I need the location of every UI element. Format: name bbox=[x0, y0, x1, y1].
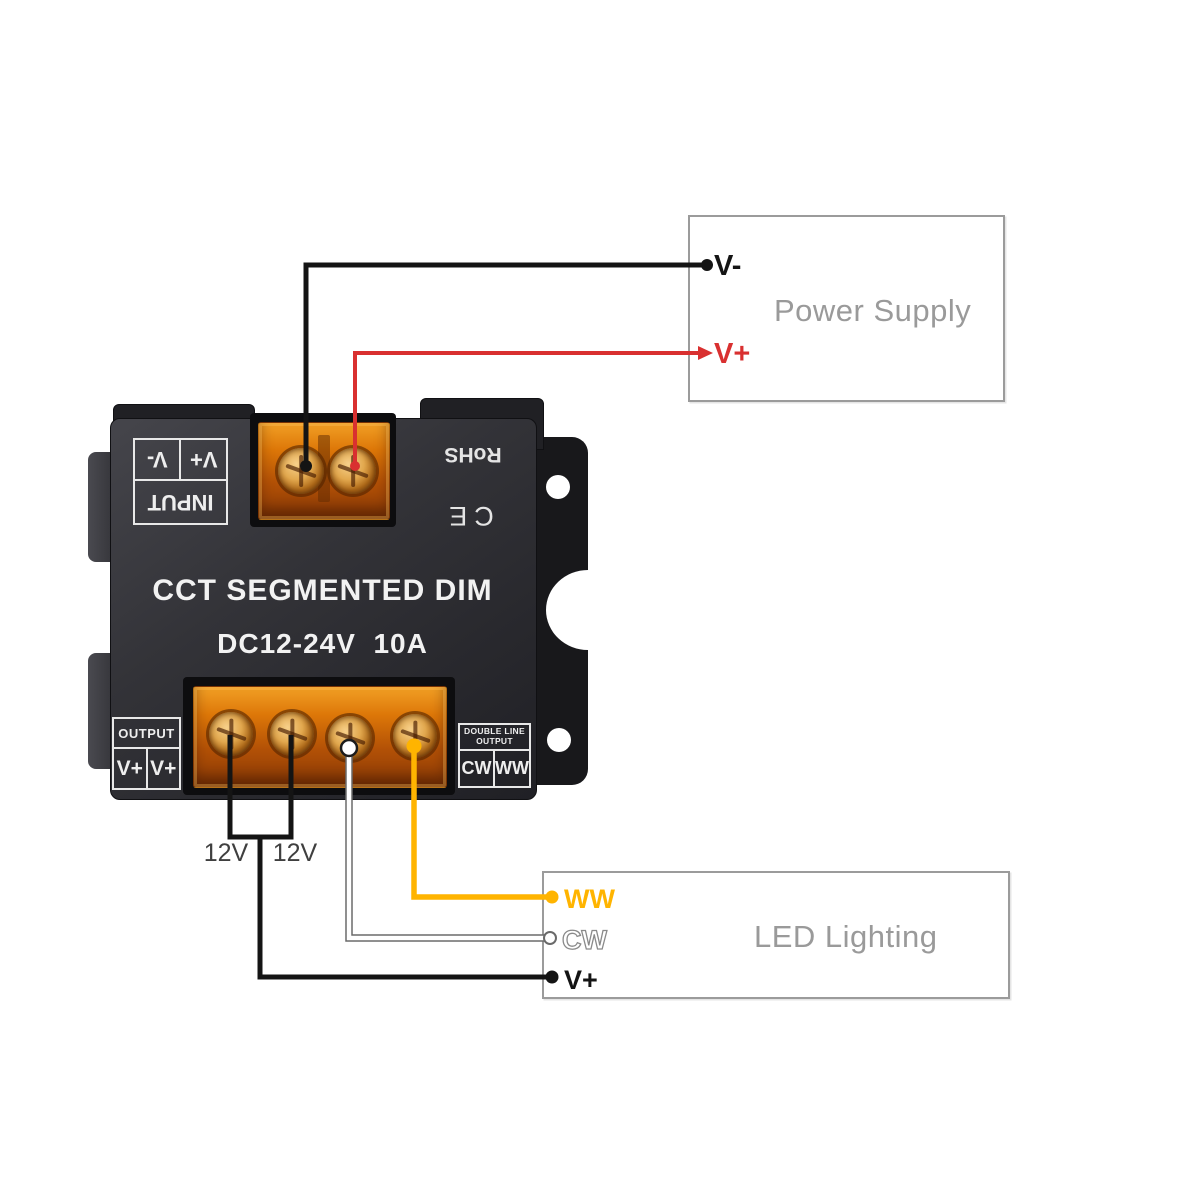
ww-terminal-label: WW bbox=[495, 758, 529, 778]
input-vplus-label: V+ bbox=[179, 440, 226, 479]
power-supply-vminus-label: V- bbox=[714, 250, 742, 282]
branch-label-12v-right: 12V bbox=[272, 839, 318, 867]
output-terminal-block bbox=[193, 686, 447, 788]
double-line-label-1: DOUBLE LINE bbox=[464, 726, 525, 737]
input-label: INPUT bbox=[147, 490, 214, 515]
output-vplus2-label: V+ bbox=[150, 756, 177, 780]
led-ww-label: WW bbox=[564, 884, 615, 914]
power-supply-title: Power Supply bbox=[774, 293, 972, 328]
mount-hole-bottom bbox=[547, 728, 571, 752]
mount-hole-top bbox=[546, 475, 570, 499]
ce-mark: CE bbox=[442, 501, 494, 531]
power-supply-box: Power Supply V- V+ bbox=[688, 215, 1005, 402]
cw-terminal-label: CW bbox=[460, 751, 496, 786]
output-label: OUTPUT bbox=[118, 725, 175, 741]
device-rating: DC12-24V 10A bbox=[217, 628, 428, 659]
output-label-box: OUTPUT V+ V+ bbox=[112, 717, 181, 790]
led-lighting-title: LED Lighting bbox=[754, 919, 938, 954]
led-cw-label: CW bbox=[561, 924, 607, 955]
output-screw-cw bbox=[328, 716, 372, 760]
input-label-box: INPUT V+ V- bbox=[133, 438, 228, 525]
output-screw-vplus-2 bbox=[270, 712, 314, 756]
left-mount-tab-top bbox=[88, 452, 114, 562]
input-screw-vminus bbox=[278, 448, 324, 494]
input-terminal-block bbox=[258, 422, 390, 520]
output-vplus1-label: V+ bbox=[114, 749, 148, 788]
device-title: CCT SEGMENTED DIM bbox=[152, 574, 493, 607]
double-line-label-2: OUTPUT bbox=[476, 736, 513, 746]
branch-label-12v-left: 12V bbox=[203, 839, 249, 867]
output-screw-ww bbox=[393, 714, 437, 758]
input-screw-vplus bbox=[330, 448, 376, 494]
flange-notch bbox=[546, 570, 630, 650]
cct-controller: INPUT V+ V- RoHS CE CCT SEGMENTED DIM DC… bbox=[88, 398, 630, 810]
output-screw-vplus-1 bbox=[209, 712, 253, 756]
rohs-mark: RoHS bbox=[444, 443, 502, 466]
left-mount-tab-bottom bbox=[88, 653, 114, 769]
led-lighting-box: LED Lighting WW CW V+ bbox=[542, 871, 1010, 999]
power-supply-vplus-label: V+ bbox=[714, 338, 751, 370]
double-line-output-label-box: DOUBLE LINE OUTPUT CW WW bbox=[458, 723, 531, 788]
input-vminus-label: V- bbox=[146, 447, 168, 473]
led-vplus-label: V+ bbox=[564, 965, 598, 995]
